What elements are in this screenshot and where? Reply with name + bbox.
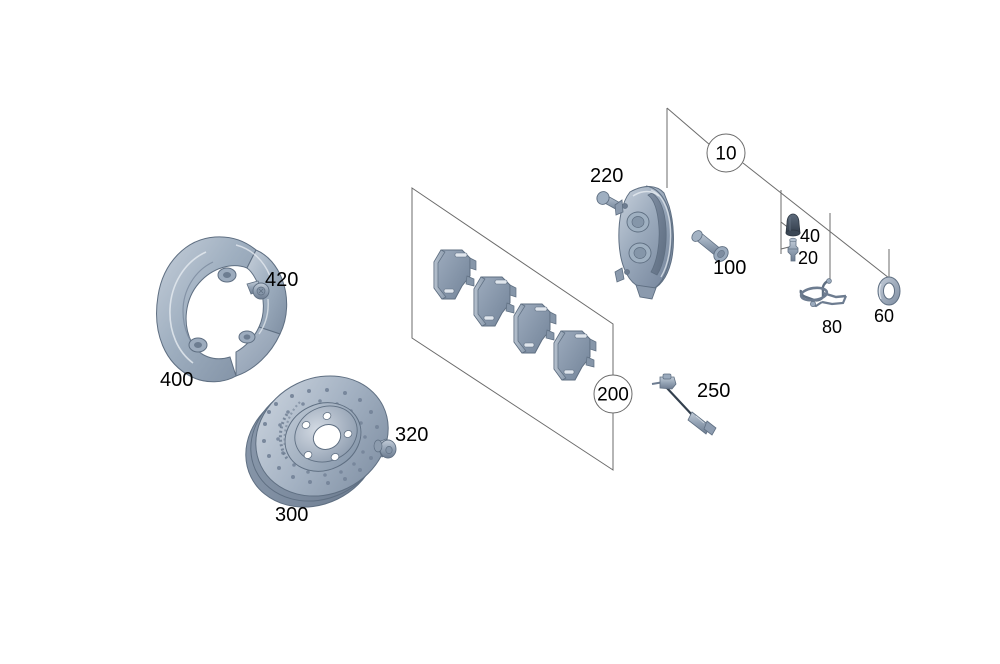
label-100: 100 [713,257,747,279]
callout-circles: 10 200 [593,133,746,414]
label-320: 320 [395,424,429,446]
leader-bracket-upper [666,107,711,146]
label-400: 400 [160,369,194,391]
label-250: 250 [697,380,731,402]
part-10-brake-caliper [614,185,674,300]
leader-bracket-lower [742,162,890,279]
brake-pad-set-boundary [411,187,614,471]
label-60: 60 [874,306,895,326]
label-300: 300 [275,504,309,526]
part-320-screw [373,438,397,459]
part-80-retaining-spring [799,278,848,308]
part-200-brake-pad-set [433,249,597,381]
part-40-dust-cap [785,213,801,237]
leader-tick-20 [780,246,790,250]
leader-lines [666,107,890,281]
callout-10-label: 10 [715,144,736,165]
brake-pad-1 [433,249,477,300]
part-300-brake-disc [245,375,389,508]
label-80: 80 [822,317,843,337]
part-420-screw [246,280,270,300]
callout-10: 10 [706,133,746,173]
part-250-wear-sensor [651,373,717,436]
brake-pad-2 [473,276,517,327]
brake-pad-4 [553,330,597,381]
part-400-cover-shield [156,236,288,383]
label-220: 220 [590,165,624,187]
part-60-sealing-ring [877,276,901,306]
callout-200-label: 200 [597,385,629,406]
callout-200: 200 [593,374,633,414]
brake-pad-3 [513,303,557,354]
label-20: 20 [798,248,819,268]
part-100-bolt [691,230,729,262]
label-40: 40 [800,226,821,246]
label-420: 420 [265,269,299,291]
part-20-bleeder-screw [787,237,799,262]
